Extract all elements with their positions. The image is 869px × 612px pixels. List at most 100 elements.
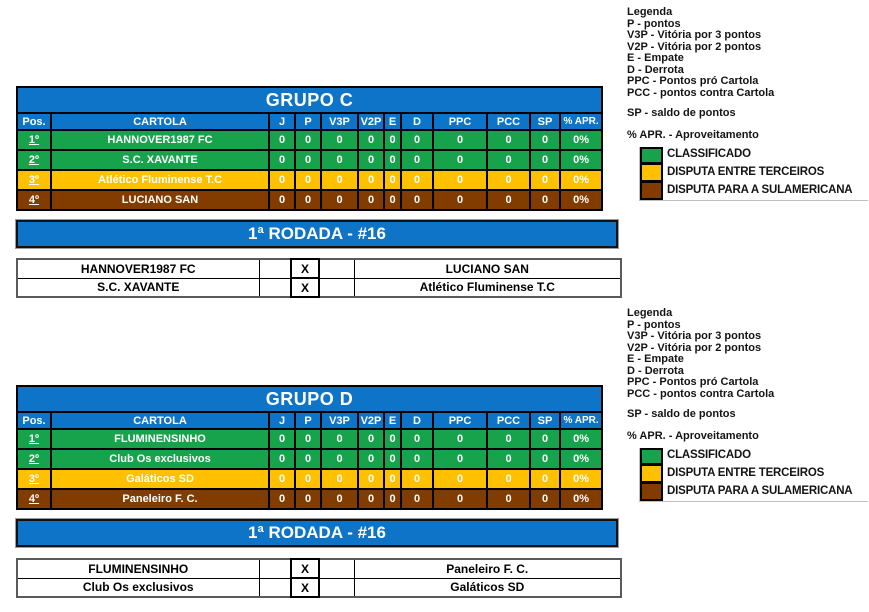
stat-cell: 0 bbox=[357, 468, 385, 490]
disputa-terceiros-swatch bbox=[640, 463, 663, 483]
round-title: 1ª RODADA - #16 bbox=[248, 224, 386, 243]
classificado-swatch bbox=[640, 447, 663, 465]
stat-cell: 0 bbox=[357, 448, 385, 470]
legend-line: SP - saldo de pontos bbox=[627, 408, 736, 420]
away-score-cell[interactable] bbox=[318, 277, 355, 298]
column-header: CARTOLA bbox=[50, 112, 270, 131]
stat-cell: 0 bbox=[432, 169, 488, 191]
stat-cell: 0 bbox=[383, 189, 402, 211]
position-cell: 2º bbox=[16, 149, 52, 171]
column-header: E bbox=[383, 411, 402, 430]
stat-cell: 0 bbox=[320, 468, 359, 490]
round-banner: 1ª RODADA - #16 bbox=[16, 220, 618, 248]
home-team-cell: Club Os exclusivos bbox=[16, 577, 260, 598]
column-header: SP bbox=[529, 411, 561, 430]
column-header: E bbox=[383, 112, 402, 131]
stat-cell: 0 bbox=[294, 189, 322, 211]
fixtures-table-group-d: FLUMINENSINHO X Paneleiro F. C. Club Os … bbox=[16, 558, 622, 598]
group-d-table: GRUPO D Pos. CARTOLA J P V3P V2P E D PPC… bbox=[15, 385, 604, 510]
legend-item: DISPUTA PARA A SULAMERICANA bbox=[640, 481, 869, 501]
column-header: Pos. bbox=[16, 411, 52, 430]
stat-cell: 0 bbox=[486, 169, 531, 191]
home-score-cell[interactable] bbox=[258, 258, 292, 279]
away-team-cell: Galáticos SD bbox=[353, 577, 622, 598]
column-header: D bbox=[400, 411, 434, 430]
legend-line: E - Empate bbox=[627, 52, 684, 64]
team-name-cell: Galáticos SD bbox=[50, 468, 270, 490]
home-score-cell[interactable] bbox=[258, 277, 292, 298]
home-score-cell[interactable] bbox=[258, 558, 292, 579]
stat-cell: 0 bbox=[529, 428, 561, 450]
column-header: PCC bbox=[486, 112, 531, 131]
stat-cell: 0 bbox=[529, 468, 561, 490]
position-cell: 3º bbox=[16, 169, 52, 191]
away-score-cell[interactable] bbox=[318, 558, 355, 579]
legend-line: V3P - Vitória por 3 pontos bbox=[627, 330, 762, 342]
stat-cell: 0 bbox=[268, 149, 296, 171]
stat-cell: 0% bbox=[558, 448, 604, 470]
round-title: 1ª RODADA - #16 bbox=[248, 523, 386, 542]
legend-line: V3P - Vitória por 3 pontos bbox=[627, 29, 762, 41]
legend-label: CLASSIFICADO bbox=[667, 148, 751, 161]
stat-cell: 0 bbox=[268, 169, 296, 191]
position-cell: 4º bbox=[16, 189, 52, 211]
column-header: % APR. bbox=[558, 112, 604, 131]
stat-cell: 0 bbox=[432, 468, 488, 490]
stat-cell: 0 bbox=[400, 428, 434, 450]
table-row: 3º Atlético Fluminense T.C 0 0 0 0 0 0 0… bbox=[16, 169, 604, 191]
away-score-cell[interactable] bbox=[318, 577, 355, 598]
stat-cell: 0 bbox=[529, 488, 561, 510]
position-cell: 3º bbox=[16, 468, 52, 490]
fixtures-table-group-c: HANNOVER1987 FC X LUCIANO SAN S.C. XAVAN… bbox=[16, 258, 622, 298]
legend-line: SP - saldo de pontos bbox=[627, 107, 736, 119]
legend-item: DISPUTA PARA A SULAMERICANA bbox=[640, 180, 869, 200]
table-row: 2º S.C. XAVANTE 0 0 0 0 0 0 0 0 0 0% bbox=[16, 149, 604, 171]
team-name-cell: Club Os exclusivos bbox=[50, 448, 270, 470]
column-header: PPC bbox=[432, 411, 488, 430]
column-header-row: Pos. CARTOLA J P V3P V2P E D PPC PCC SP … bbox=[16, 411, 604, 430]
team-name-cell: LUCIANO SAN bbox=[50, 189, 270, 211]
fixture-row: S.C. XAVANTE X Atlético Fluminense T.C bbox=[16, 277, 622, 298]
stat-cell: 0 bbox=[268, 129, 296, 151]
stat-cell: 0 bbox=[383, 428, 402, 450]
vs-cell: X bbox=[290, 558, 320, 579]
round-banner: 1ª RODADA - #16 bbox=[16, 519, 618, 547]
stat-cell: 0 bbox=[400, 169, 434, 191]
stat-cell: 0 bbox=[320, 169, 359, 191]
stat-cell: 0 bbox=[486, 428, 531, 450]
stat-cell: 0 bbox=[400, 468, 434, 490]
legend-line: PPC - Pontos pró Cartola bbox=[627, 376, 759, 388]
stat-cell: 0 bbox=[294, 468, 322, 490]
stat-cell: 0% bbox=[558, 488, 604, 510]
stat-cell: 0 bbox=[294, 169, 322, 191]
legend-line: P - pontos bbox=[627, 17, 681, 30]
vs-cell: X bbox=[290, 277, 320, 298]
stat-cell: 0 bbox=[357, 488, 385, 510]
stat-cell: 0% bbox=[558, 428, 604, 450]
stat-cell: 0 bbox=[486, 448, 531, 470]
away-team-cell: Paneleiro F. C. bbox=[353, 558, 622, 579]
away-score-cell[interactable] bbox=[318, 258, 355, 279]
home-score-cell[interactable] bbox=[258, 577, 292, 598]
legend-label: DISPUTA PARA A SULAMERICANA bbox=[667, 485, 853, 498]
stat-cell: 0 bbox=[383, 448, 402, 470]
legend-item: DISPUTA ENTRE TERCEIROS bbox=[640, 162, 869, 182]
stat-cell: 0 bbox=[400, 488, 434, 510]
stat-cell: 0% bbox=[558, 149, 604, 171]
stat-cell: 0 bbox=[294, 428, 322, 450]
legend-title: Legenda bbox=[627, 6, 673, 18]
stat-cell: 0 bbox=[320, 488, 359, 510]
stat-cell: 0 bbox=[400, 189, 434, 211]
stat-cell: 0 bbox=[294, 129, 322, 151]
stat-cell: 0 bbox=[383, 169, 402, 191]
position-cell: 1º bbox=[16, 129, 52, 151]
column-header: % APR. bbox=[558, 411, 604, 430]
legend-line: E - Empate bbox=[627, 353, 684, 365]
stat-cell: 0 bbox=[320, 129, 359, 151]
legend-swatches: CLASSIFICADO DISPUTA ENTRE TERCEIROS DIS… bbox=[640, 146, 869, 200]
column-header: J bbox=[268, 411, 296, 430]
stat-cell: 0 bbox=[486, 149, 531, 171]
stat-cell: 0 bbox=[432, 448, 488, 470]
stat-cell: 0 bbox=[268, 189, 296, 211]
